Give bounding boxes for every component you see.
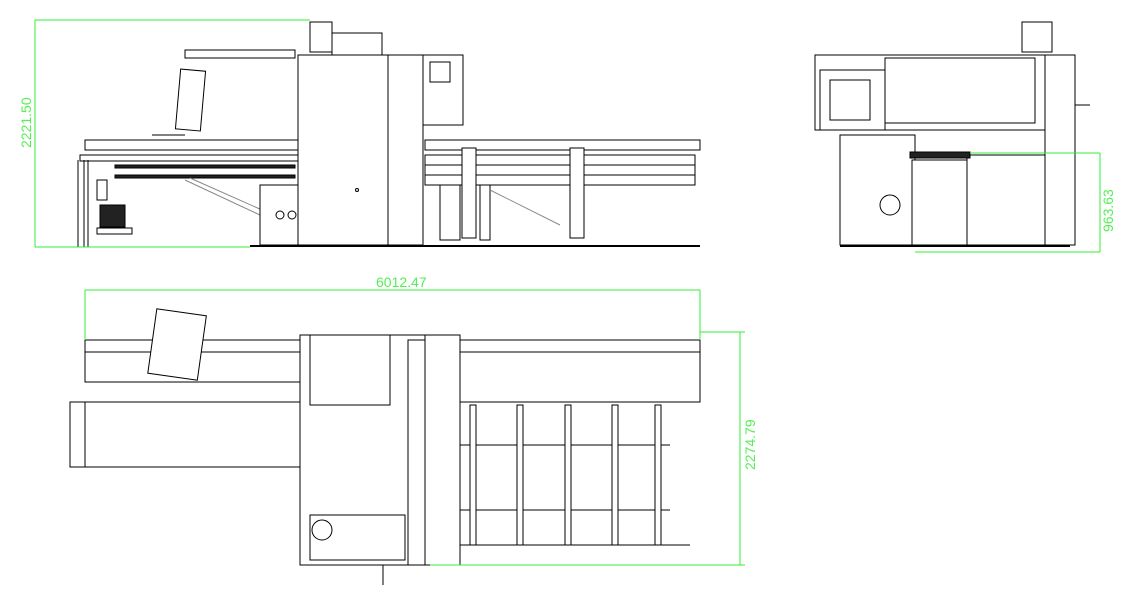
dimension-front-height: 2221.50 <box>18 19 310 248</box>
top-view <box>69 308 701 585</box>
dimension-side-height: 963.63 <box>915 152 1116 253</box>
side-view <box>814 21 1090 247</box>
dimension-label-overall-length: 6012.47 <box>376 274 427 290</box>
dimension-overall-depth: 2274.79 <box>430 331 758 566</box>
dimension-label-front-height: 2221.50 <box>18 97 34 148</box>
dimension-label-overall-depth: 2274.79 <box>742 419 758 470</box>
dimension-overall-length: 6012.47 <box>84 274 701 340</box>
dimension-label-side-height: 963.63 <box>1100 189 1116 232</box>
front-view <box>77 21 701 247</box>
